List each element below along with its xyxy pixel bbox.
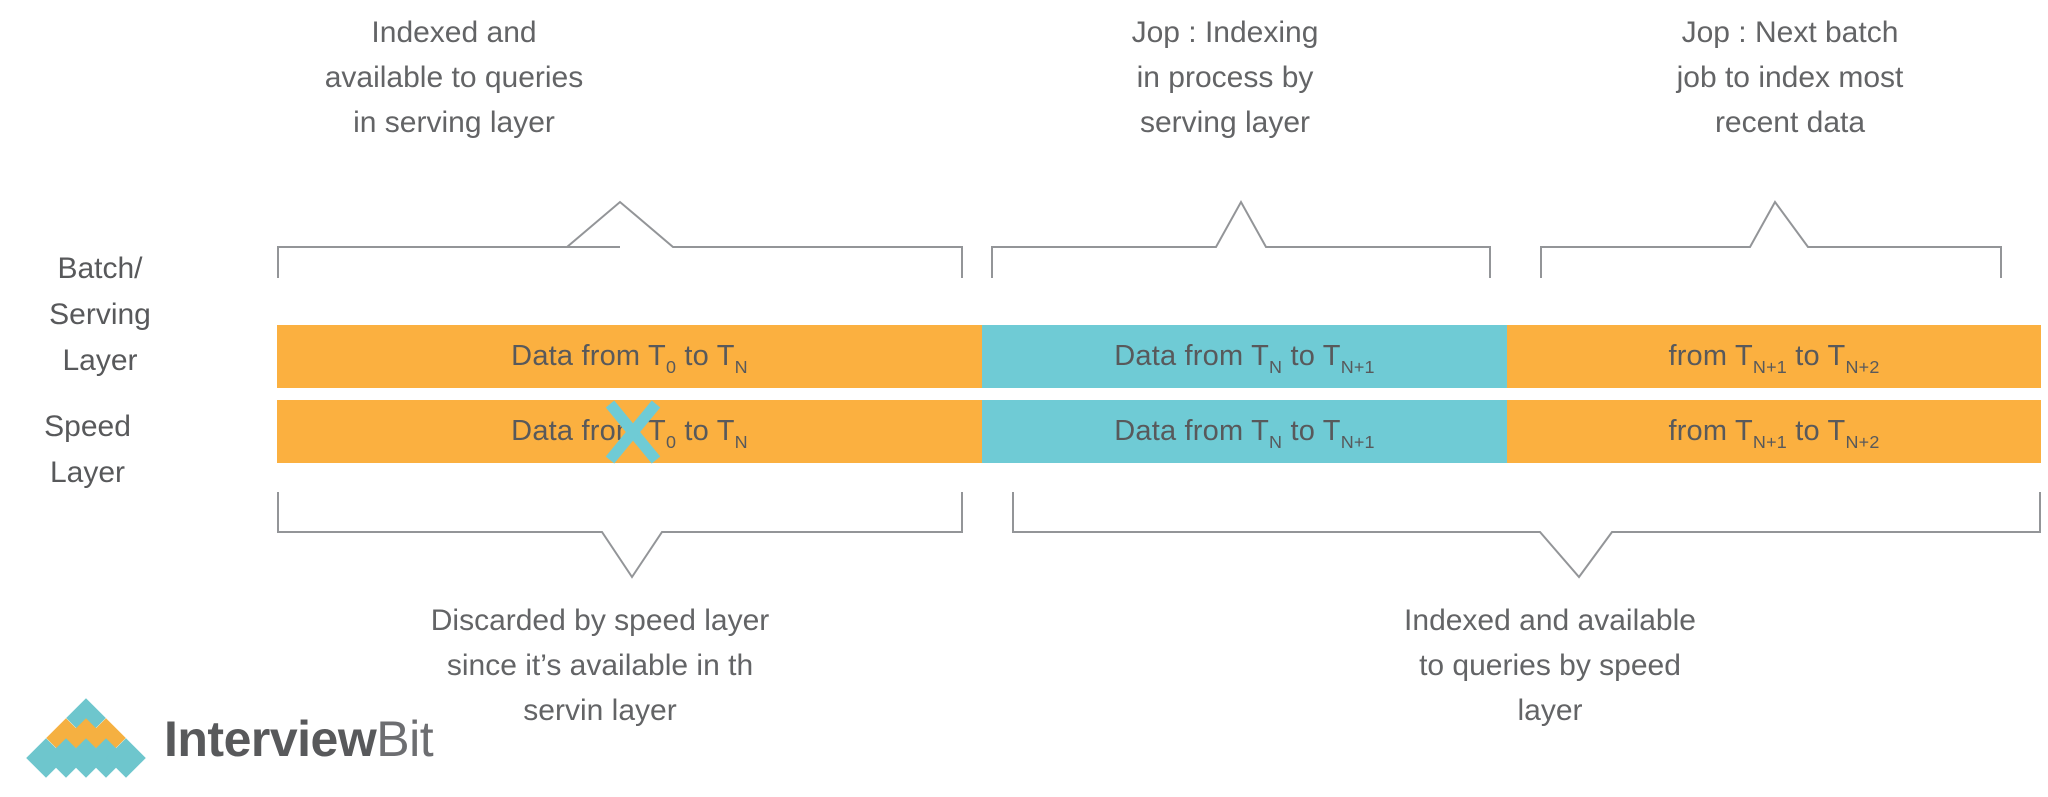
- logo-text-part2: Bit: [376, 711, 434, 767]
- caption-indexed-by-speed-layer: Indexed and available to queries by spee…: [1404, 604, 1696, 727]
- bar-label-sub2: N: [734, 356, 748, 377]
- bar-label-sub2: N+2: [1845, 356, 1880, 377]
- bracket-bottom-speed-indexed: [1012, 490, 2042, 582]
- bar-batch-segment-tn-tn1: Data from TN to TN+1: [982, 325, 1507, 388]
- bar-label-sub1: 0: [665, 356, 677, 377]
- bracket-top-segment-2: [991, 199, 1491, 280]
- bar-label-mid: to T: [1786, 340, 1846, 372]
- bar-label-prefix: Data from T: [1114, 340, 1269, 372]
- interviewbit-logo-text: InterviewBit: [164, 711, 434, 767]
- bar-speed-segment-t0-tn: Data from T0 to TN: [277, 400, 982, 463]
- bracket-top-segment-3: [1540, 200, 2002, 280]
- bar-label-sub2: N+1: [1340, 356, 1375, 377]
- bar-label-prefix: from T: [1668, 340, 1753, 372]
- bracket-bottom-discarded: [277, 490, 963, 582]
- row-label-batch-serving-layer: Batch/ Serving Layer: [49, 252, 151, 377]
- caption-discarded-by-speed-layer: Discarded by speed layer since it’s avai…: [430, 604, 770, 727]
- logo-text-part1: Interview: [164, 711, 377, 767]
- bar-label-sub1: N+1: [1752, 356, 1787, 377]
- bar-speed-segment-tn-tn1: Data from TN to TN+1: [982, 400, 1507, 463]
- bracket-top-segment-1: [277, 200, 963, 280]
- bar-label-sub1: N+1: [1752, 431, 1787, 452]
- bar-label-prefix: Data from T: [511, 415, 666, 447]
- bar-batch-segment-tn1-tn2: from TN+1 to TN+2: [1507, 325, 2041, 388]
- bar-label-sub2: N+1: [1340, 431, 1375, 452]
- bar-label-prefix: Data from T: [1114, 415, 1269, 447]
- bar-label-sub1: N: [1269, 356, 1283, 377]
- bar-label-prefix: Data from T: [511, 340, 666, 372]
- bar-label-mid: to T: [676, 415, 735, 447]
- bar-label-mid: to T: [1282, 340, 1341, 372]
- bar-batch-segment-t0-tn: Data from T0 to TN: [277, 325, 982, 388]
- bar-label-sub1: 0: [665, 431, 677, 452]
- bar-label-mid: to T: [1282, 415, 1341, 447]
- bar-label-sub2: N+2: [1845, 431, 1880, 452]
- interviewbit-logo-mark-icon: [22, 698, 150, 778]
- bar-label-sub2: N: [734, 431, 748, 452]
- caption-indexed-serving: Indexed and available to queries in serv…: [324, 16, 584, 139]
- caption-job-next-batch: Jop : Next batch job to index most recen…: [1676, 16, 1904, 139]
- interviewbit-logo: InterviewBit: [22, 698, 434, 778]
- bar-speed-segment-tn1-tn2: from TN+1 to TN+2: [1507, 400, 2041, 463]
- row-label-speed-layer: Speed Layer: [44, 410, 131, 489]
- caption-job-indexing: Jop : Indexing in process by serving lay…: [1131, 16, 1319, 139]
- bar-label-sub1: N: [1269, 431, 1283, 452]
- bar-label-mid: to T: [1786, 415, 1846, 447]
- bar-label-mid: to T: [676, 340, 735, 372]
- bar-label-prefix: from T: [1668, 415, 1753, 447]
